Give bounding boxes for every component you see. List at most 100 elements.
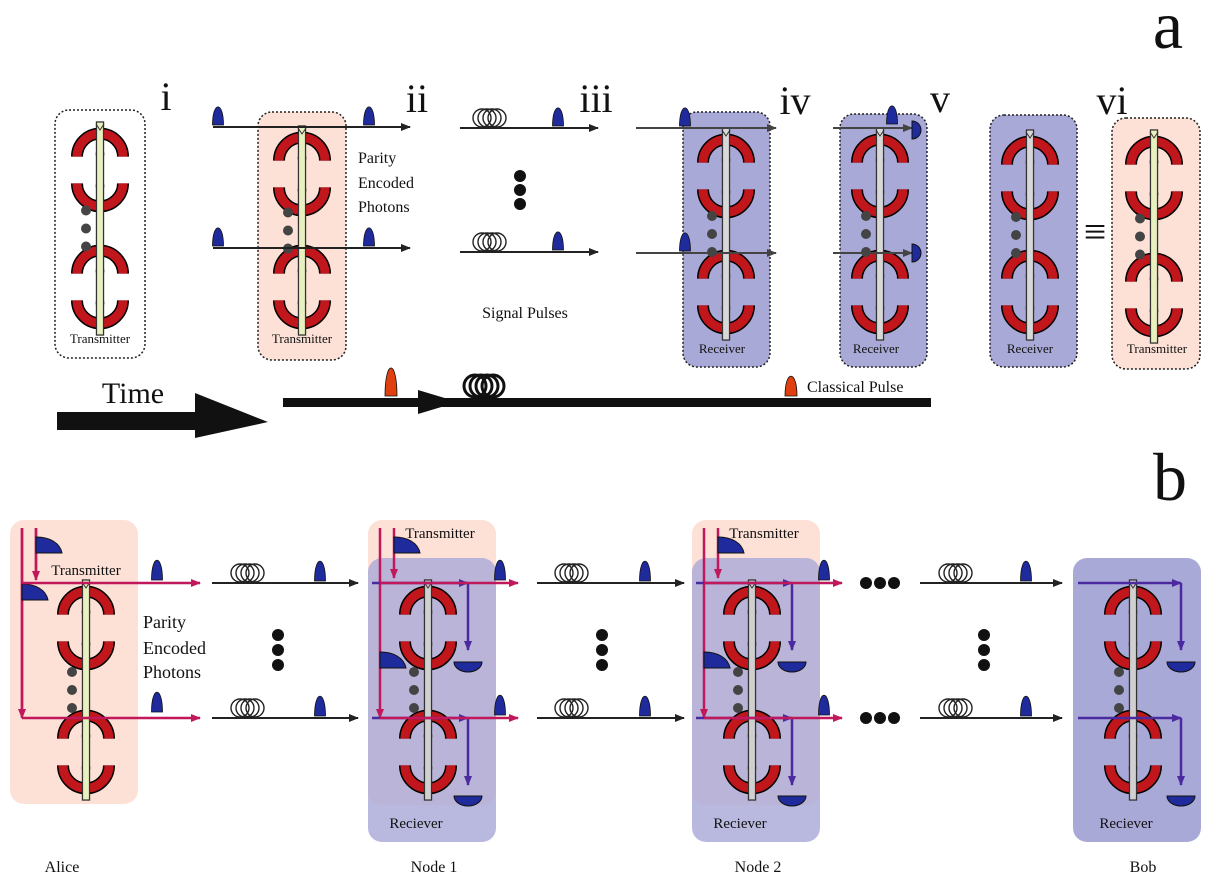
photon-pulse xyxy=(639,695,651,717)
transmitter-label-ii: Transmitter xyxy=(272,331,333,346)
ellipsis-dot xyxy=(1011,230,1021,240)
photon-pulse xyxy=(314,560,326,582)
ellipsis-dot xyxy=(733,667,743,677)
alice-label: Alice xyxy=(45,859,80,876)
step-label-iv: iv xyxy=(779,78,810,123)
fiber-coil-icon xyxy=(472,232,507,252)
encoded-label: Encoded xyxy=(358,175,414,192)
photon-pulse xyxy=(151,691,163,713)
ellipsis-dot xyxy=(283,225,293,236)
ellipsis-dot xyxy=(1135,249,1145,260)
horizontal-ellipsis xyxy=(860,712,872,724)
photons-label-b: Photons xyxy=(143,662,201,682)
waveguide-rod xyxy=(95,121,105,336)
ellipsis-dot xyxy=(409,685,419,695)
photon-pulse xyxy=(494,694,506,716)
ellipsis-dot xyxy=(283,207,293,218)
fiber-coil-icon xyxy=(230,698,265,718)
photon-pulse xyxy=(1020,560,1032,582)
source-pulse-icon xyxy=(35,536,63,554)
ellipsis-dot xyxy=(1011,248,1021,258)
vertical-ellipsis xyxy=(978,644,990,656)
receiver-label-iv: Receiver xyxy=(699,341,746,356)
photon-pulse xyxy=(552,231,564,251)
photon-pulse xyxy=(1020,695,1032,717)
classical-pulse-icon xyxy=(384,367,398,397)
detector-icon xyxy=(1166,661,1196,673)
photon-pulse xyxy=(886,105,898,125)
detector-icon xyxy=(777,661,807,673)
fiber-coil-icon xyxy=(462,373,488,399)
source-pulse-icon xyxy=(717,536,745,554)
ellipsis-dot xyxy=(409,703,419,713)
waveguide-rod xyxy=(1149,129,1159,344)
node-label: Node 1 xyxy=(411,859,458,876)
horizontal-ellipsis xyxy=(860,577,872,589)
ellipsis-dot xyxy=(861,211,871,221)
photon-pulse xyxy=(679,232,691,252)
node-label: Node 2 xyxy=(735,859,782,876)
vertical-ellipsis xyxy=(596,644,608,656)
vertical-ellipsis xyxy=(272,644,284,656)
detector-icon xyxy=(453,661,483,673)
source-pulse-icon xyxy=(703,651,731,669)
horizontal-ellipsis xyxy=(874,577,886,589)
photon-pulse xyxy=(552,107,564,127)
ellipsis-dot xyxy=(81,241,91,252)
step-label-i: i xyxy=(160,74,171,119)
ellipsis-dot xyxy=(67,685,77,695)
ellipsis-dot xyxy=(1114,685,1124,695)
panel-label-a: a xyxy=(1153,0,1183,63)
classical-channel-line xyxy=(283,398,931,407)
transmitter-label-vi: Transmitter xyxy=(1127,341,1188,356)
photon-pulse xyxy=(212,106,224,126)
ellipsis-dot xyxy=(67,703,77,713)
fiber-coil-icon xyxy=(554,563,589,583)
ellipsis-dot xyxy=(861,229,871,239)
vertical-ellipsis xyxy=(514,184,526,196)
photon-pulse xyxy=(639,560,651,582)
node-reciever-label: Reciever xyxy=(713,816,766,832)
ellipsis-dot xyxy=(409,667,419,677)
vertical-ellipsis xyxy=(978,629,990,641)
fiber-coil-icon xyxy=(468,373,494,399)
waveguide-rod xyxy=(1128,579,1138,801)
source-pulse-icon xyxy=(393,536,421,554)
detector-icon xyxy=(777,795,807,807)
waveguide-rod xyxy=(81,579,91,801)
step-label-ii: ii xyxy=(406,76,428,121)
encoded-label-b: Encoded xyxy=(143,638,206,658)
ellipsis-dot xyxy=(1135,213,1145,224)
detector-icon xyxy=(1166,795,1196,807)
vertical-ellipsis xyxy=(978,659,990,671)
classical-pulse-label: Classical Pulse xyxy=(807,379,903,396)
fiber-coil-icon xyxy=(554,698,589,718)
node-transmitter-label: Transmitter xyxy=(405,526,474,542)
ellipsis-dot xyxy=(707,229,717,239)
ellipsis-dot xyxy=(1011,212,1021,222)
signal-pulses-label: Signal Pulses xyxy=(482,305,568,322)
fiber-coil-icon xyxy=(472,108,507,128)
photon-pulse xyxy=(494,559,506,581)
horizontal-ellipsis xyxy=(874,712,886,724)
detector-icon xyxy=(911,243,922,263)
receiver-label-v: Receiver xyxy=(853,341,900,356)
detector-icon xyxy=(453,795,483,807)
node-reciever-label: Reciever xyxy=(389,816,442,832)
ellipsis-dot xyxy=(81,223,91,234)
ellipsis-dot xyxy=(1114,703,1124,713)
step-label-iii: iii xyxy=(579,76,612,121)
detector-icon xyxy=(911,120,922,140)
vertical-ellipsis xyxy=(596,659,608,671)
waveguide-rod xyxy=(297,125,307,336)
waveguide-rod xyxy=(747,579,757,801)
waveguide-rod xyxy=(875,127,885,341)
vertical-ellipsis xyxy=(272,629,284,641)
classical-arrowhead xyxy=(418,390,458,414)
vertical-ellipsis xyxy=(596,629,608,641)
photon-pulse xyxy=(212,227,224,247)
vertical-ellipsis xyxy=(272,659,284,671)
ellipsis-dot xyxy=(67,667,77,677)
bob-reciever-label: Reciever xyxy=(1099,816,1152,832)
